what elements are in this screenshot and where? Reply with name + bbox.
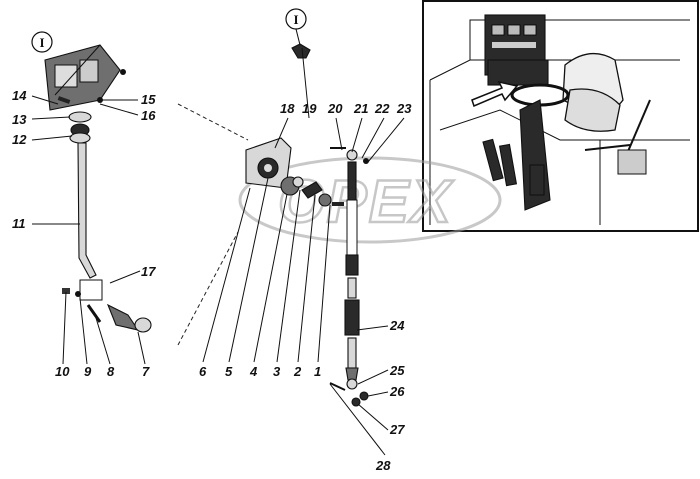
callout-14: 14: [12, 88, 27, 103]
callout-7: 7: [142, 364, 150, 379]
linkage-rod: [329, 147, 369, 407]
callout-28: 28: [375, 458, 391, 473]
callout-1: 1: [314, 364, 321, 379]
callout-10: 10: [55, 364, 70, 379]
location-arrow: [471, 80, 519, 108]
detail-mark-label: I: [39, 35, 44, 50]
callout-18: 18: [280, 101, 295, 116]
callout-17: 17: [141, 264, 156, 279]
callout-20: 20: [327, 101, 343, 116]
callout-13: 13: [12, 112, 27, 127]
callout-8: 8: [107, 364, 115, 379]
shaft-11: [77, 142, 97, 279]
callout-9: 9: [84, 364, 92, 379]
detail-mark-label: I: [293, 12, 298, 27]
callout-labels: 14 13 12 11 15 16 17 10 9 8 7 6 5 4 3 2 …: [12, 88, 412, 473]
callout-23: 23: [396, 101, 412, 116]
leader-lines: [31, 47, 405, 456]
callout-22: 22: [374, 101, 390, 116]
callout-19: 19: [302, 101, 317, 116]
callout-6: 6: [199, 364, 207, 379]
callout-4: 4: [249, 364, 258, 379]
callout-3: 3: [273, 364, 281, 379]
callout-16: 16: [141, 108, 156, 123]
detail-mark-top: I: [285, 8, 311, 59]
callout-5: 5: [225, 364, 233, 379]
callout-15: 15: [141, 92, 156, 107]
switch-box: [44, 44, 126, 111]
callout-11: 11: [12, 216, 26, 231]
callout-27: 27: [389, 422, 405, 437]
callout-26: 26: [389, 384, 405, 399]
callout-12: 12: [12, 132, 27, 147]
detail-mark-left: I: [31, 31, 53, 53]
callout-25: 25: [389, 363, 405, 378]
callout-21: 21: [353, 101, 368, 116]
inset-frame: [422, 0, 699, 232]
cab-inset: [422, 0, 699, 232]
watermark-text: OPEX: [278, 168, 455, 235]
callout-2: 2: [293, 364, 302, 379]
watermark: OPEX: [238, 156, 502, 244]
callout-24: 24: [389, 318, 405, 333]
